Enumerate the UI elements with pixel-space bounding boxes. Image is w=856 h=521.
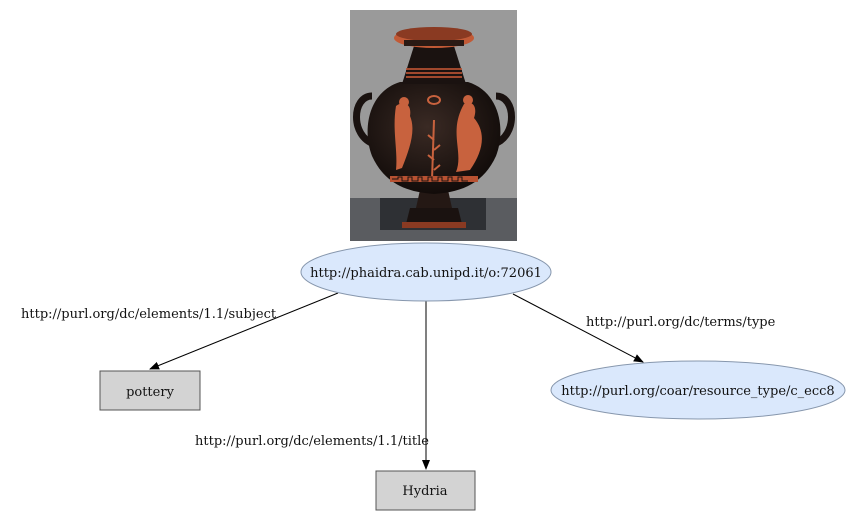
node-subject-label: http://phaidra.cab.unipd.it/o:72061: [310, 266, 542, 281]
edge-subject-line: [149, 292, 339, 370]
node-hydria: Hydria: [375, 470, 476, 511]
node-subject: http://phaidra.cab.unipd.it/o:72061: [300, 242, 552, 302]
node-pottery-label: pottery: [126, 385, 175, 400]
hydria-vase-photo: [350, 10, 517, 241]
node-hydria-label: Hydria: [402, 484, 447, 499]
node-coar: http://purl.org/coar/resource_type/c_ecc…: [550, 360, 846, 420]
edge-label-title: http://purl.org/dc/elements/1.1/title: [195, 434, 429, 449]
edge-label-type: http://purl.org/dc/terms/type: [586, 315, 776, 330]
edge-label-subject: http://purl.org/dc/elements/1.1/subject: [21, 307, 277, 322]
node-coar-label: http://purl.org/coar/resource_type/c_ecc…: [561, 384, 834, 399]
edge-type-line: [512, 293, 644, 363]
node-pottery: pottery: [99, 370, 201, 411]
